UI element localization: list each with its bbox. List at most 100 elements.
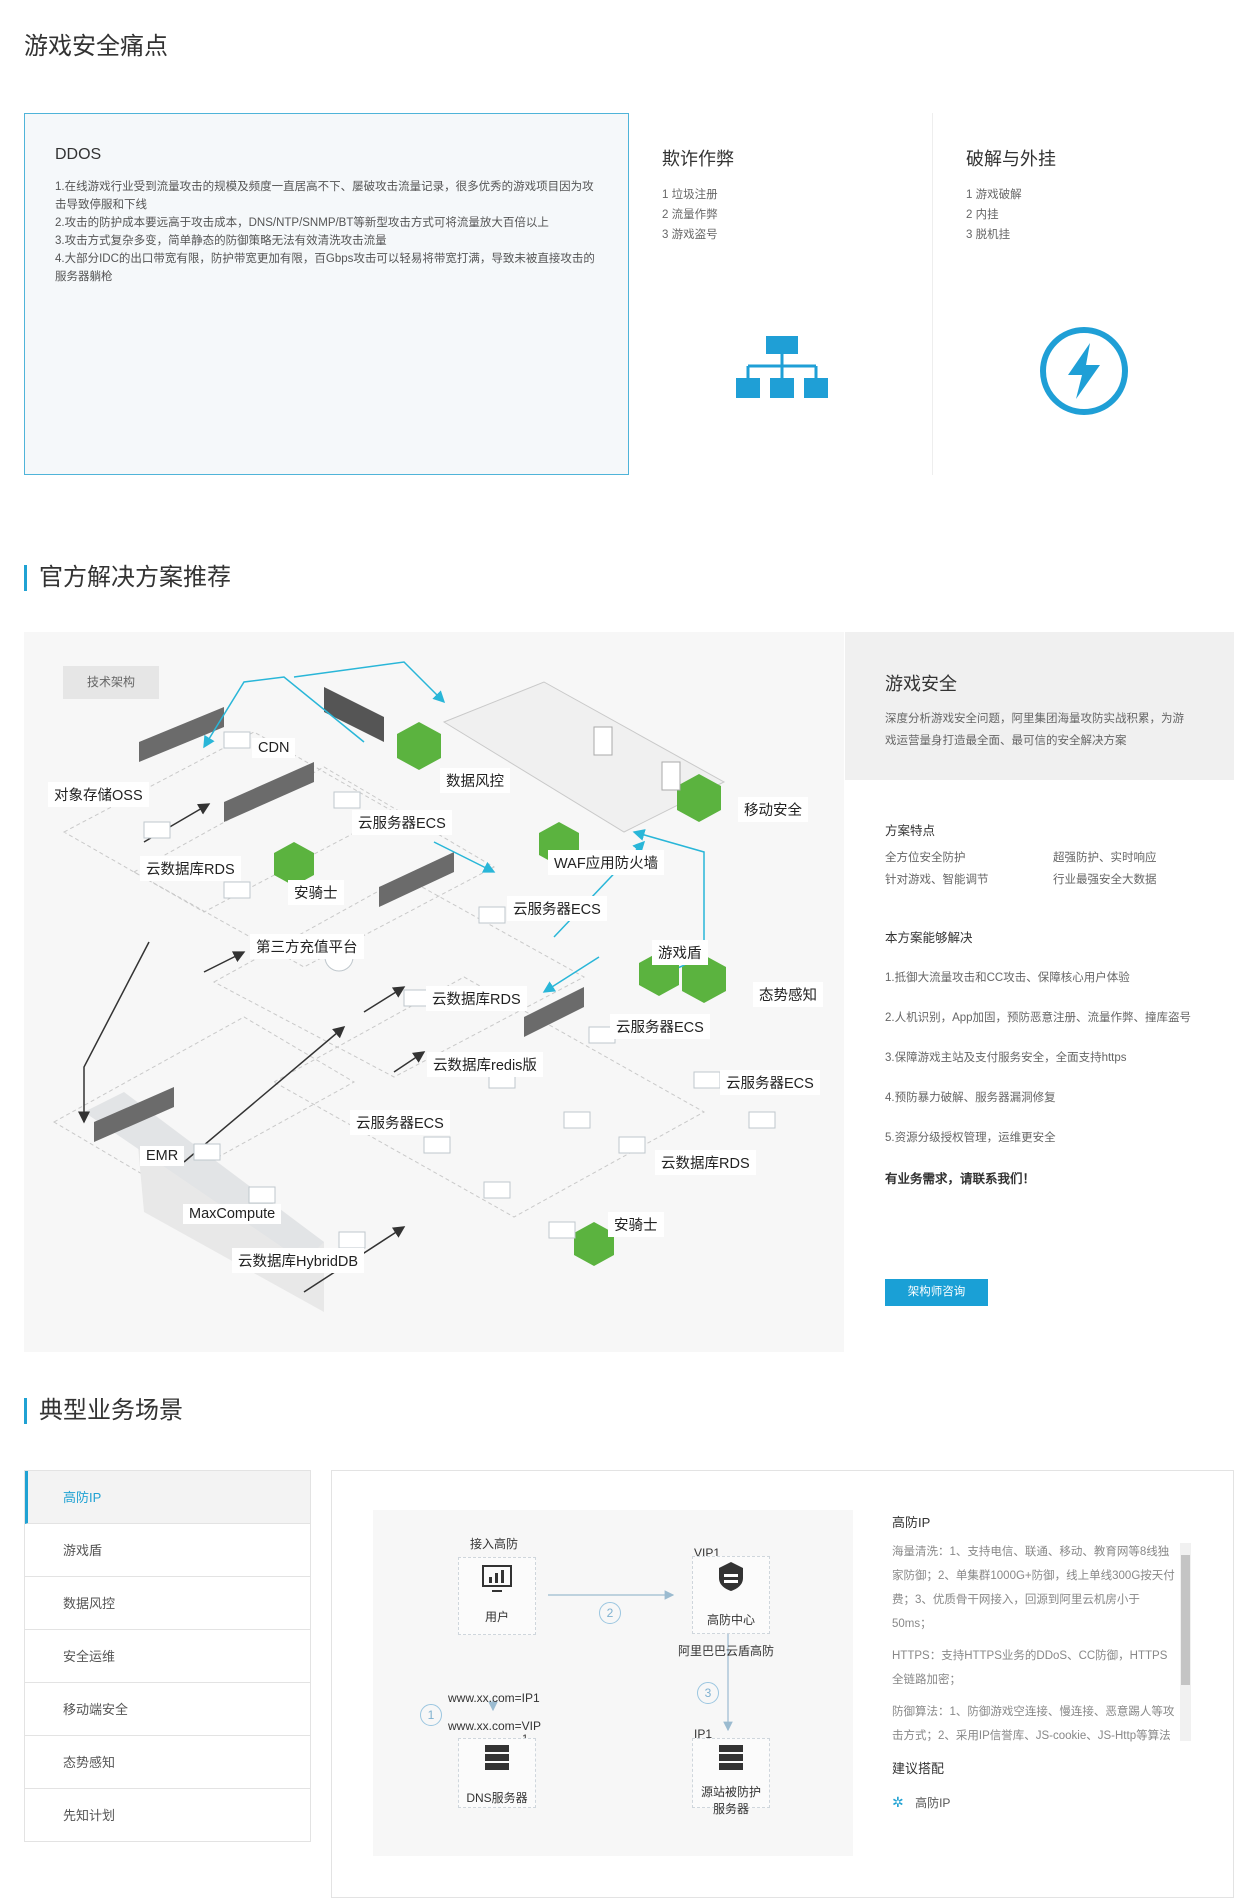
solution-details: 方案特点 全方位安全防护 超强防护、实时响应 针对游戏、智能调节 行业最强安全大… — [885, 820, 1205, 1197]
solves-item: 5.资源分级授权管理，运维更安全 — [885, 1132, 1056, 1144]
label-pay: 第三方充值平台 — [250, 934, 364, 959]
ddos-line: 2.攻击的防护成本要远高于攻击成本，DNS/NTP/SNMP/BT等新型攻击方式… — [55, 217, 549, 229]
ddos-title: DDOS — [55, 146, 102, 163]
lightning-icon — [1040, 327, 1128, 415]
label-ecs5: 云服务器ECS — [350, 1110, 450, 1135]
dns-server-icon — [485, 1745, 509, 1770]
label-oss: 对象存储OSS — [48, 782, 149, 807]
arch-tag: 技术架构 — [63, 666, 159, 699]
column-divider — [932, 113, 933, 475]
recommend-title: 建议搭配 — [892, 1761, 945, 1776]
architect-consult-button[interactable]: 架构师咨询 — [885, 1279, 988, 1306]
ddos-card: DDOS 1.在线游戏行业受到流量攻击的规模及频度一直居高不下、屡破攻击流量记录… — [24, 113, 629, 475]
crack-title: 破解与外挂 — [966, 149, 1056, 169]
features-grid: 全方位安全防护 超强防护、实时响应 针对游戏、智能调节 行业最强安全大数据 — [885, 849, 1205, 887]
solves-title: 本方案能够解决 — [885, 931, 973, 945]
crack-card: 破解与外挂 1 游戏破解 2 内挂 3 脱机挂 — [942, 113, 1242, 475]
flow-arrows — [488, 1590, 733, 1732]
flow-aliyun-label: 阿里巴巴云盾高防 — [678, 1644, 775, 1658]
solution-desc: 深度分析游戏安全问题，阿里集团海量攻防实战积累，为游戏运营量身打造最全面、最可信… — [885, 713, 1184, 747]
tab-situation-awareness[interactable]: 态势感知 — [25, 1736, 310, 1789]
crack-item: 1 游戏破解 — [966, 189, 1022, 201]
step-2-marker: 2 — [599, 1602, 621, 1624]
fraud-item: 2 流量作弊 — [662, 209, 718, 221]
tab-game-shield[interactable]: 游戏盾 — [25, 1524, 310, 1577]
flow-entry-label: 接入高防 — [470, 1537, 519, 1551]
solves-item: 3.保障游戏主站及支付服务安全，全面支持https — [885, 1052, 1127, 1064]
gear-icon: ✲ — [892, 1794, 904, 1810]
label-knight1: 安骑士 — [288, 880, 344, 905]
label-ecs2: 云服务器ECS — [507, 896, 607, 921]
detail-text[interactable]: 海量清洗：1、支持电信、联通、移动、教育网等8线独家防御；2、单集群1000G+… — [892, 1540, 1178, 1742]
label-ecs4: 云服务器ECS — [720, 1070, 820, 1095]
label-situation: 态势感知 — [753, 982, 823, 1007]
label-hybriddb: 云数据库HybridDB — [232, 1248, 365, 1273]
solves-item: 4.预防暴力破解、服务器漏洞修复 — [885, 1092, 1056, 1104]
contact-text: 有业务需求，请联系我们！ — [885, 1172, 1036, 1186]
flow-ip-label: IP1 — [694, 1727, 713, 1741]
flow-dns: DNS服务器 — [458, 1738, 536, 1808]
tab-xianzhi[interactable]: 先知计划 — [25, 1789, 310, 1842]
flow-diagram — [373, 1510, 853, 1856]
solution-section-title: 官方解决方案推荐 — [24, 565, 231, 591]
scrollbar-thumb[interactable] — [1181, 1555, 1190, 1685]
label-emr: EMR — [140, 1146, 185, 1166]
detail-para: 防御算法：1、防御游戏空连接、慢连接、恶意踢人等攻击方式；2、采用IP信誉库、J… — [892, 1706, 1175, 1742]
tab-security-ops[interactable]: 安全运维 — [25, 1630, 310, 1683]
label-knight2: 安骑士 — [608, 1212, 664, 1237]
flow-user-label: 用户 — [484, 1610, 509, 1624]
dns-record-vip: www.xx.com=VIP — [448, 1719, 542, 1733]
step-1-marker: 1 — [420, 1704, 442, 1726]
ddos-line: 1.在线游戏行业受到流量攻击的规模及频度一直居高不下、屡破攻击流量记录，很多优秀… — [55, 181, 594, 211]
label-shield: 游戏盾 — [652, 940, 708, 965]
solves-item: 2.人机识别，App加固，预防恶意注册、流量作弊、撞库盗号 — [885, 1012, 1192, 1024]
solution-summary: 游戏安全 深度分析游戏安全问题，阿里集团海量攻防实战积累，为游戏运营量身打造最全… — [845, 632, 1234, 780]
dns-record-ip: www.xx.com=IP1 — [448, 1691, 540, 1705]
fraud-title: 欺诈作弊 — [662, 149, 734, 169]
detail-scrollbar[interactable] — [1180, 1543, 1191, 1741]
solves-item: 1.抵御大流量攻击和CC攻击、保障核心用户体验 — [885, 972, 1130, 984]
fraud-card: 欺诈作弊 1 垃圾注册 2 流量作弊 3 游戏盗号 — [638, 113, 938, 475]
scene-tabs: 高防IP 游戏盾 数据风控 安全运维 移动端安全 态势感知 先知计划 — [24, 1470, 311, 1842]
flow-user: 用户 — [458, 1557, 536, 1635]
recommend-item[interactable]: ✲ 高防IP — [892, 1794, 950, 1811]
monitor-icon — [482, 1565, 512, 1592]
flow-dns-label: DNS服务器 — [466, 1791, 528, 1805]
label-risk: 数据风控 — [440, 768, 510, 793]
step-3-marker: 3 — [697, 1682, 719, 1704]
crack-item: 3 脱机挂 — [966, 229, 1011, 241]
detail-title: 高防IP — [892, 1515, 931, 1530]
label-ecs1: 云服务器ECS — [352, 810, 452, 835]
feature-item: 行业最强安全大数据 — [1053, 874, 1157, 886]
tab-risk-control[interactable]: 数据风控 — [25, 1577, 310, 1630]
label-rds2: 云数据库RDS — [426, 986, 527, 1011]
detail-para: 海量清洗：1、支持电信、联通、移动、教育网等8线独家防御；2、单集群1000G+… — [892, 1546, 1175, 1630]
shield-server-icon — [719, 1562, 743, 1591]
tab-gaofang-ip[interactable]: 高防IP — [25, 1471, 310, 1524]
label-rds3: 云数据库RDS — [655, 1150, 756, 1175]
label-maxcompute: MaxCompute — [183, 1204, 282, 1224]
features-title: 方案特点 — [885, 824, 936, 838]
flow-origin: 源站被防护服务器 — [692, 1738, 770, 1816]
label-redis: 云数据库redis版 — [427, 1052, 543, 1077]
flow-origin-label: 源站被防护服务器 — [700, 1785, 761, 1816]
label-rds1: 云数据库RDS — [140, 856, 241, 881]
fraud-item: 1 垃圾注册 — [662, 189, 718, 201]
feature-item: 针对游戏、智能调节 — [885, 874, 989, 886]
label-cdn: CDN — [252, 738, 296, 758]
feature-item: 全方位安全防护 — [885, 852, 966, 864]
pain-section-title: 游戏安全痛点 — [24, 33, 168, 60]
recommend-item-label: 高防IP — [915, 1796, 951, 1810]
fraud-item: 3 游戏盗号 — [662, 229, 718, 241]
tab-mobile-security[interactable]: 移动端安全 — [25, 1683, 310, 1736]
ddos-line: 3.攻击方式复杂多变，简单静态的防御策略无法有效清洗攻击流量 — [55, 235, 387, 247]
ddos-line: 4.大部分IDC的出口带宽有限，防护带宽更加有限，百Gbps攻击可以轻易将带宽打… — [55, 253, 595, 283]
crack-item: 2 内挂 — [966, 209, 999, 221]
flow-center-label: 高防中心 — [706, 1613, 755, 1627]
label-mobile: 移动安全 — [738, 797, 808, 822]
scene-panel — [331, 1470, 1234, 1898]
solution-name: 游戏安全 — [885, 674, 957, 694]
origin-server-icon — [719, 1745, 743, 1770]
label-waf: WAF应用防火墙 — [548, 850, 665, 875]
feature-item: 超强防护、实时响应 — [1053, 852, 1157, 864]
